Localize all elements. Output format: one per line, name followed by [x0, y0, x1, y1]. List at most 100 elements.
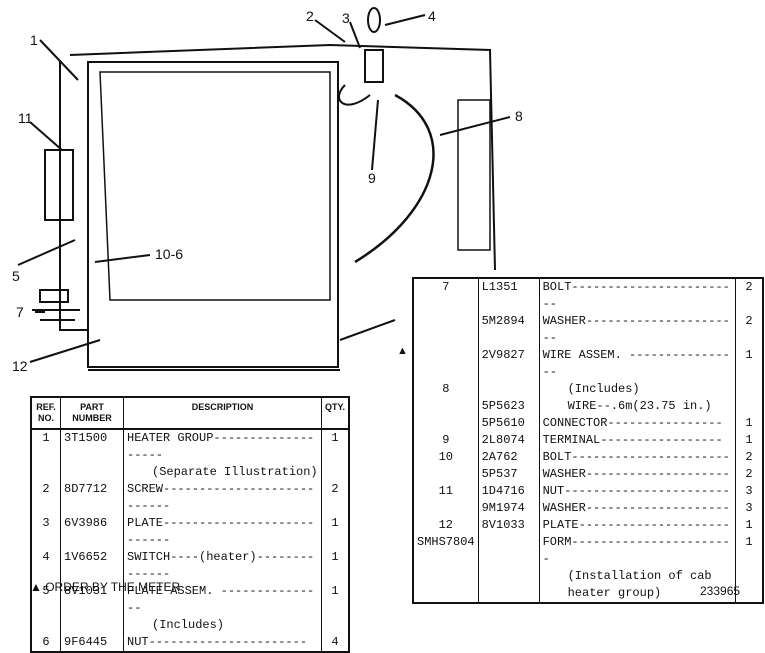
cell-pn [478, 568, 540, 603]
cell-ref [413, 466, 479, 483]
cell-ref: 6 [31, 634, 61, 652]
callout-4: 4 [428, 8, 436, 24]
ref-no-header: REF. NO. [31, 397, 61, 430]
cell-qty: 1 [745, 416, 753, 430]
cell-pn [60, 617, 124, 634]
cell-pn: 8D7712 [60, 481, 124, 515]
cell-pn: 6V3986 [60, 515, 124, 549]
cell-pn: 9M1974 [478, 500, 540, 517]
cell-ref [413, 500, 479, 517]
cell-qty: 2 [745, 280, 753, 294]
cell-pn: 2L8074 [478, 432, 540, 449]
cell-ref: 3 [31, 515, 61, 549]
cell-desc: SWITCH----(heater)-------------- [123, 549, 322, 583]
cell-desc: CONNECTOR---------------- [539, 415, 737, 432]
cell-desc: BOLT------------------------ [539, 278, 737, 313]
cell-ref [31, 464, 61, 481]
callout-7: 7 [16, 304, 24, 320]
cell-pn: 8V1033 [478, 517, 540, 534]
cell-desc: (Separate Illustration) [123, 464, 322, 481]
cell-qty [736, 381, 764, 398]
cell-desc: (Installation of cab heater group) [539, 568, 737, 603]
cell-pn [478, 534, 540, 568]
cell-ref [413, 398, 479, 415]
cell-qty [736, 398, 764, 415]
cell-pn: 9F6445 [60, 634, 124, 652]
cell-qty [322, 617, 350, 634]
cell-desc: TERMINAL----------------- [539, 432, 737, 449]
callout-2: 2 [306, 8, 314, 24]
cell-desc: FORM----------------------- [539, 534, 737, 568]
cell-qty: 1 [745, 433, 753, 447]
cell-pn: 3T1500 [60, 429, 124, 464]
cell-desc: WASHER-------------------- [539, 466, 737, 483]
cell-desc: WIRE--.6m(23.75 in.) [539, 398, 737, 415]
table-row: (Includes) [31, 617, 349, 634]
footnote: ▲ ORDER BY THE METER [30, 580, 181, 594]
callout-11: 11 [18, 110, 33, 126]
table-row: (Installation of cab heater group) [413, 568, 763, 603]
cell-ref [413, 313, 479, 347]
cell-pn: 2A762 [478, 449, 540, 466]
order-by-meter-marker: ▲ [397, 345, 408, 357]
cell-ref [413, 347, 479, 381]
qty-header: QTY. [321, 397, 349, 430]
cell-desc: BOLT---------------------- [539, 449, 737, 466]
cell-desc: SCREW--------------------------- [123, 481, 322, 515]
callout-12: 12 [12, 358, 28, 374]
cell-ref: 7 [413, 278, 479, 313]
description-header: DESCRIPTION [123, 397, 322, 430]
cell-pn: 5P5610 [478, 415, 540, 432]
cell-desc: (Includes) [539, 381, 737, 398]
cell-qty: 1 [331, 516, 339, 530]
cell-ref [413, 415, 479, 432]
cell-pn: L1351 [478, 278, 540, 313]
cell-ref: 2 [31, 481, 61, 515]
cell-ref: 1 [31, 429, 61, 464]
cell-qty: 2 [745, 467, 753, 481]
heater-installation-drawing [17, 7, 511, 371]
cell-ref: 12 [413, 517, 479, 534]
cell-desc: PLATE--------------------- [539, 517, 737, 534]
cell-desc: WASHER-------------------- [539, 500, 737, 517]
part-number-header: PART NUMBER [60, 397, 124, 430]
callout-10-6: 10-6 [155, 246, 184, 262]
cell-qty: 1 [745, 535, 753, 549]
cell-qty: 2 [745, 314, 753, 328]
cell-desc: NUT----------------------- [539, 483, 737, 500]
cell-ref [413, 568, 479, 603]
cell-desc: (Includes) [123, 617, 322, 634]
cell-desc: HEATER GROUP------------------- [123, 429, 322, 464]
cell-qty: 1 [745, 348, 753, 362]
cell-desc: WIRE ASSEM. ---------------- [539, 347, 737, 381]
cell-ref: 8 [413, 381, 479, 398]
cell-pn: 1V6652 [60, 549, 124, 583]
cell-qty: 2 [745, 450, 753, 464]
cell-desc: PLATE--------------------------- [123, 515, 322, 549]
cell-qty: 3 [745, 501, 753, 515]
cell-pn: 5P5623 [478, 398, 540, 415]
callout-5: 5 [12, 268, 20, 284]
cell-ref: 4 [31, 549, 61, 583]
table-row: 8 (Includes) [413, 381, 763, 398]
callout-8: 8 [515, 108, 523, 124]
callout-9: 9 [368, 170, 376, 186]
cell-qty: 2 [331, 482, 339, 496]
cell-desc: WASHER---------------------- [539, 313, 737, 347]
cell-qty: 3 [745, 484, 753, 498]
